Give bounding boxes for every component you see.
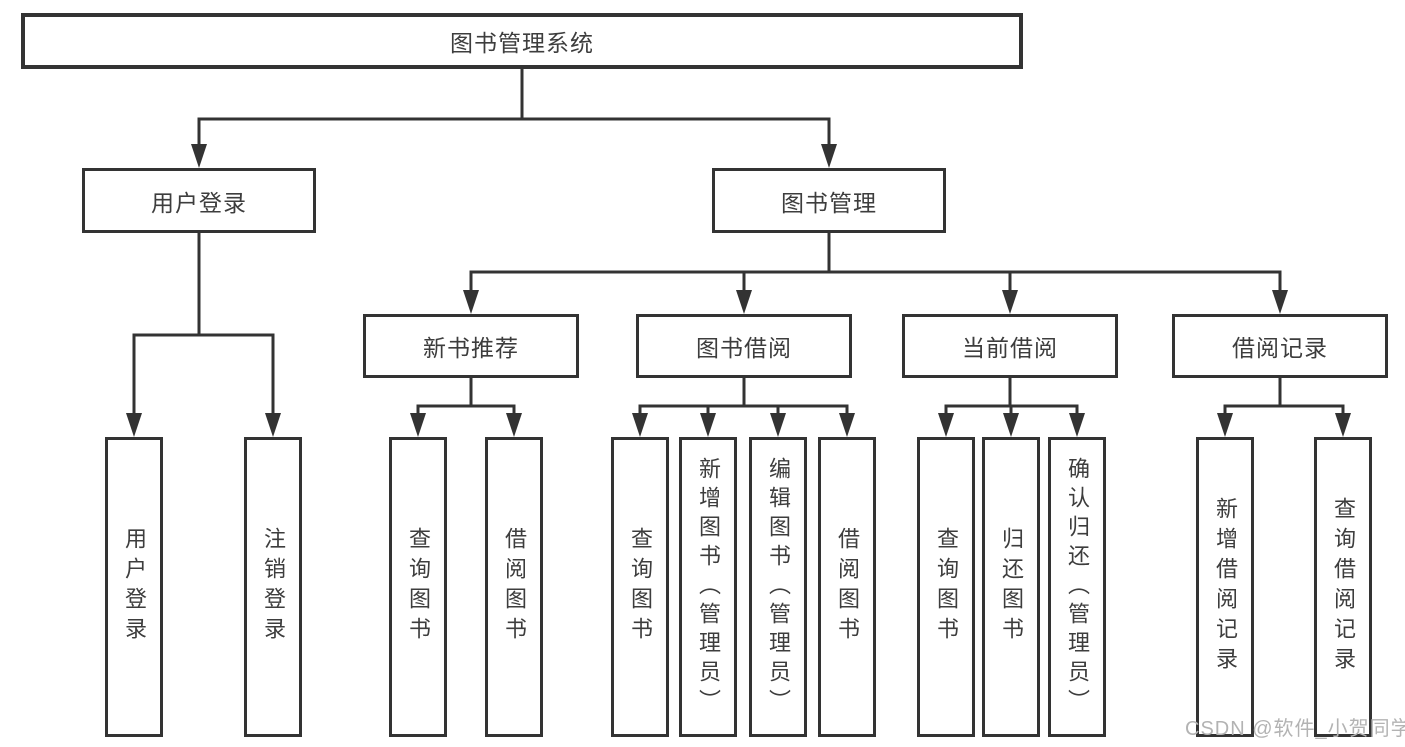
arrowhead [821, 144, 837, 168]
arrowhead [700, 413, 716, 437]
leaf-add-book-admin: 新增图书（管理员） [679, 437, 737, 737]
leaf-return-book: 归还图书 [982, 437, 1040, 737]
connector-bookmgmt-to-level3 [469, 231, 1282, 296]
connector-newbook-to-leaves [416, 376, 516, 419]
arrowhead [506, 413, 522, 437]
leaf-query-books-current: 查询图书 [917, 437, 975, 737]
arrowhead [1272, 290, 1288, 314]
leaf-user-login: 用户登录 [105, 437, 163, 737]
arrowhead [1003, 413, 1019, 437]
leaf-query-books-recommend: 查询图书 [389, 437, 447, 737]
arrowhead [1335, 413, 1351, 437]
arrowhead [265, 413, 281, 437]
leaf-query-borrow-record: 查询借阅记录 [1314, 437, 1372, 737]
arrowhead [736, 290, 752, 314]
node-borrow-records: 借阅记录 [1172, 314, 1388, 378]
arrowhead [632, 413, 648, 437]
arrowhead [1002, 290, 1018, 314]
leaf-confirm-return-admin: 确认归还（管理员） [1048, 437, 1106, 737]
connector-borrowing-to-leaves [638, 376, 849, 419]
leaf-add-borrow-record: 新增借阅记录 [1196, 437, 1254, 737]
leaf-edit-book-admin: 编辑图书（管理员） [749, 437, 807, 737]
node-user-login: 用户登录 [82, 168, 316, 233]
node-current-borrowing: 当前借阅 [902, 314, 1118, 378]
arrowhead [410, 413, 426, 437]
node-new-book-recommend: 新书推荐 [363, 314, 579, 378]
csdn-watermark: CSDN @软件_小贺同学 [1185, 718, 1405, 740]
node-book-borrowing: 图书借阅 [636, 314, 852, 378]
arrowhead [1217, 413, 1233, 437]
arrowhead [839, 413, 855, 437]
arrowhead [1069, 413, 1085, 437]
connector-current-to-leaves [944, 376, 1079, 419]
connector-records-to-leaves [1223, 376, 1345, 419]
connector-userlogin-to-leaves [132, 231, 275, 419]
node-book-management: 图书管理 [712, 168, 946, 233]
arrowhead [126, 413, 142, 437]
connector-root-to-level2 [197, 67, 831, 149]
arrowhead [191, 144, 207, 168]
arrowhead [463, 290, 479, 314]
leaf-query-books-borrowing: 查询图书 [611, 437, 669, 737]
leaf-logout: 注销登录 [244, 437, 302, 737]
node-library-system: 图书管理系统 [21, 13, 1023, 69]
arrowhead [770, 413, 786, 437]
arrowhead [938, 413, 954, 437]
leaf-borrow-books: 借阅图书 [818, 437, 876, 737]
leaf-borrow-books-recommend: 借阅图书 [485, 437, 543, 737]
arrowheads [126, 144, 1351, 437]
